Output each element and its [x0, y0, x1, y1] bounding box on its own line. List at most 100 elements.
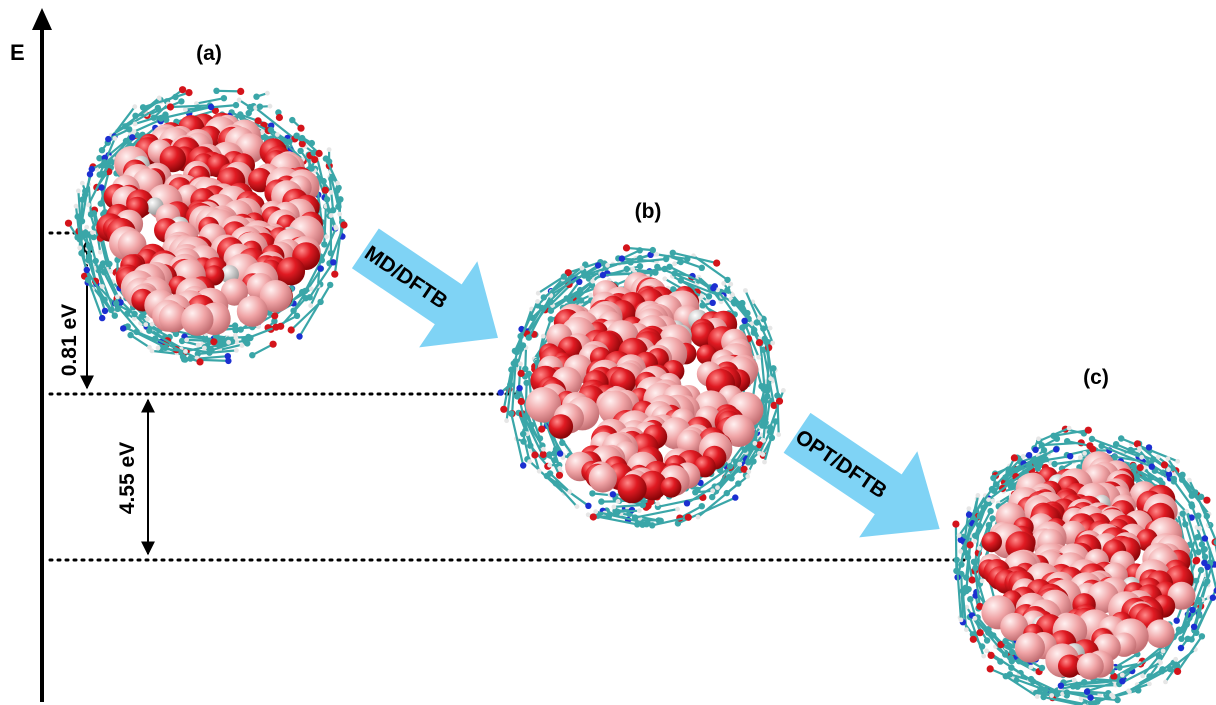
- ligand-oxygen-atom: [564, 269, 572, 277]
- ligand-bond: [324, 158, 339, 184]
- core-metal-atom: [1000, 612, 1029, 641]
- ligand-hydrogen-atom: [975, 493, 981, 498]
- ligand-bond: [301, 137, 320, 155]
- ligand-nitrogen-atom: [497, 389, 504, 396]
- ligand-carbon-atom: [1063, 689, 1071, 696]
- ligand-oxygen-atom: [755, 339, 764, 347]
- core-oxygen-atom: [276, 257, 306, 286]
- ligand-bond: [1005, 675, 1038, 698]
- ligand-carbon-atom: [293, 132, 300, 139]
- ligand-nitrogen-atom: [1201, 535, 1209, 542]
- ligand-carbon-atom: [111, 312, 119, 319]
- ligand-bond: [958, 488, 993, 537]
- ligand-nitrogen-atom: [317, 265, 324, 272]
- ligand-carbon-atom: [993, 481, 1000, 488]
- ligand-hydrogen-atom: [333, 225, 339, 231]
- ligand-carbon-atom: [1111, 453, 1119, 460]
- ligand-bond: [99, 237, 111, 265]
- ligand-carbon-atom: [512, 358, 519, 365]
- ligand-bond: [170, 104, 210, 109]
- ligand-oxygen-atom: [775, 397, 784, 405]
- ligand-carbon-atom: [1114, 696, 1121, 704]
- ligand-oxygen-atom: [340, 221, 348, 229]
- ligand-oxygen-atom: [210, 338, 218, 346]
- ligand-nitrogen-atom: [732, 494, 739, 501]
- ligand-carbon-atom: [698, 264, 705, 271]
- ligand-bond: [548, 453, 561, 476]
- ligand-oxygen-atom: [555, 471, 564, 479]
- ligand-oxygen-atom: [1084, 426, 1092, 434]
- ligand-bond: [537, 278, 564, 307]
- ligand-bond: [537, 275, 565, 295]
- ligand-carbon-atom: [639, 501, 646, 509]
- ligand-nitrogen-atom: [516, 385, 523, 392]
- ligand-carbon-atom: [547, 316, 554, 323]
- ligand-nitrogen-atom: [1201, 559, 1208, 567]
- energy-gap-2-label: 4.55 eV: [116, 442, 139, 514]
- ligand-oxygen-atom: [237, 87, 245, 95]
- ligand-carbon-atom: [560, 273, 568, 280]
- ligand-hydrogen-atom: [76, 188, 81, 194]
- ligand-bond: [1181, 479, 1210, 515]
- ligand-bond: [87, 234, 104, 287]
- ligand-oxygen-atom: [277, 322, 285, 330]
- ligand-carbon-atom: [318, 257, 325, 264]
- ligand-carbon-atom: [747, 445, 754, 452]
- ligand-oxygen-atom: [966, 541, 974, 549]
- ligand-carbon-atom: [709, 493, 716, 501]
- ligand-bond: [956, 524, 972, 578]
- ligand-bond: [522, 433, 531, 462]
- ligand-bond: [515, 345, 525, 370]
- ligand-carbon-atom: [131, 310, 138, 318]
- ligand-carbon-atom: [661, 265, 668, 273]
- ligand-hydrogen-atom: [710, 488, 716, 494]
- ligand-bond: [1112, 689, 1139, 698]
- ligand-bond: [959, 500, 988, 552]
- ligand-bond: [1010, 657, 1038, 673]
- ligand-carbon-atom: [528, 421, 535, 429]
- ligand-bond: [1093, 694, 1113, 705]
- ligand-carbon-atom: [631, 514, 639, 521]
- ligand-carbon-atom: [1178, 635, 1185, 642]
- ligand-oxygen-atom: [1133, 440, 1141, 448]
- ligand-bond: [744, 324, 760, 358]
- ligand-hydrogen-atom: [540, 333, 546, 339]
- core-metal-atom: [220, 278, 248, 306]
- ligand-carbon-atom: [327, 281, 334, 289]
- core-oxygen-atom: [1058, 654, 1082, 678]
- ligand-bond: [1132, 464, 1157, 489]
- ligand-bond: [92, 213, 102, 253]
- ligand-bond: [595, 510, 648, 525]
- ligand-hydrogen-atom: [1186, 477, 1192, 483]
- ligand-hydrogen-atom: [761, 438, 766, 443]
- ligand-bond: [505, 363, 515, 421]
- ligand-carbon-atom: [306, 294, 313, 301]
- ligand-hydrogen-atom: [335, 180, 340, 186]
- ligand-bond: [77, 190, 83, 234]
- ligand-bond: [1087, 690, 1109, 695]
- ligand-bond: [130, 334, 150, 349]
- ligand-oxygen-atom: [539, 450, 547, 459]
- ligand-bond: [1060, 681, 1085, 687]
- ligand-bond: [550, 280, 594, 312]
- ligand-carbon-atom: [1159, 666, 1166, 673]
- ligand-hydrogen-atom: [986, 497, 991, 502]
- ligand-hydrogen-atom: [972, 538, 978, 544]
- ligand-carbon-atom: [745, 459, 752, 466]
- ligand-carbon-atom: [577, 297, 585, 304]
- ligand-carbon-atom: [768, 434, 776, 441]
- ligand-bond: [968, 616, 985, 657]
- core-metal-atom: [588, 464, 617, 493]
- ligand-bond: [972, 561, 981, 607]
- ligand-bond: [145, 323, 171, 339]
- ligand-hydrogen-atom: [990, 498, 996, 504]
- ligand-hydrogen-atom: [267, 103, 273, 109]
- ligand-carbon-atom: [107, 306, 115, 313]
- ligand-bond: [97, 269, 116, 314]
- ligand-carbon-atom: [220, 95, 228, 102]
- ligand-nitrogen-atom: [965, 511, 973, 518]
- ligand-carbon-atom: [99, 260, 107, 267]
- ligand-hydrogen-atom: [337, 211, 343, 217]
- ligand-bond: [651, 516, 689, 527]
- ligand-carbon-atom: [1194, 534, 1201, 541]
